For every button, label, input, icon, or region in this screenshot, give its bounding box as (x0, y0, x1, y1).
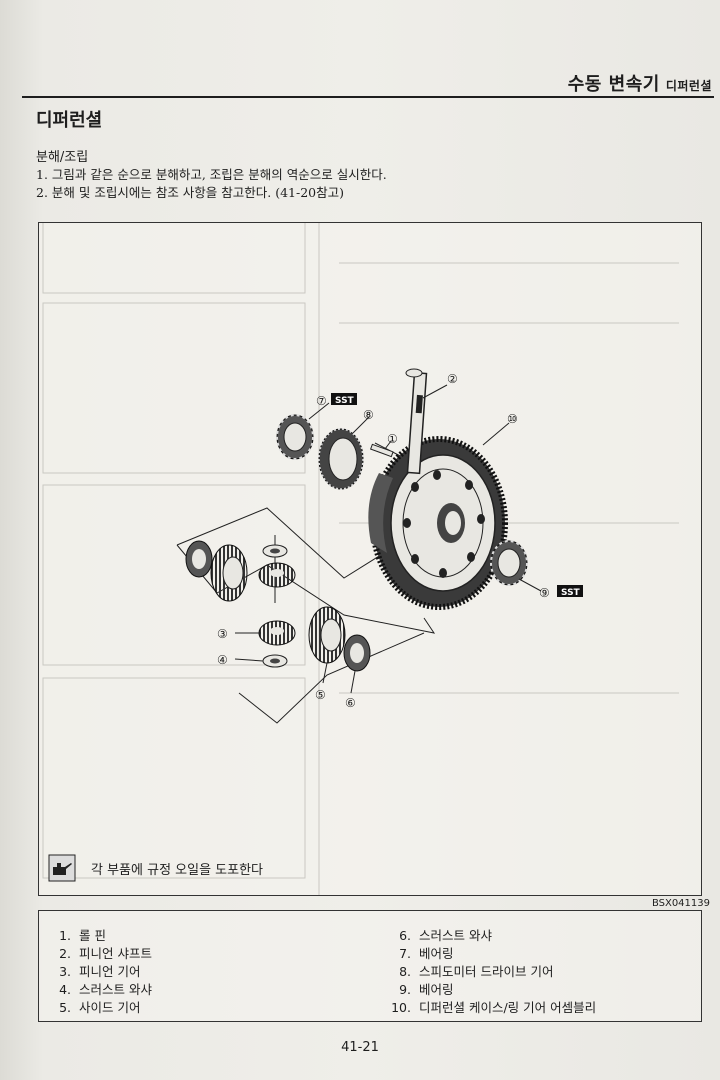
left-thrust-washer (185, 540, 213, 578)
legend-item: 5. 사이드 기어 (49, 999, 152, 1017)
pinion-shaft (405, 368, 428, 475)
legend-label: 스러스트 와샤 (419, 928, 492, 943)
exploded-diagram-box: ⑦ SST ⑧ ① ② ⑩ ⑨ SST ③ ④ ⑤ ⑥ 각 (38, 222, 702, 896)
upper-pinion-gear (258, 562, 296, 588)
callout-9: ⑨ (539, 586, 550, 600)
sst-label-9: SST (561, 588, 581, 598)
legend-num: 3. (59, 964, 71, 979)
speedometer-drive-gear (318, 428, 364, 490)
legend-item: 4. 스러스트 와샤 (49, 981, 152, 999)
oil-can-icon (48, 854, 76, 882)
legend-label: 피니언 기어 (79, 964, 141, 979)
legend-label: 사이드 기어 (79, 1000, 141, 1015)
legend-num: 1. (59, 928, 71, 943)
legend-item: 10. 디퍼런셜 케이스/링 기어 어셈블리 (389, 999, 596, 1017)
bearing-right (490, 540, 528, 586)
figure-reference-code: BSX041139 (651, 898, 710, 909)
callout-1: ① (387, 432, 398, 446)
roll-pin (369, 443, 394, 458)
callout-5: ⑤ (315, 688, 326, 702)
legend-item: 6. 스러스트 와샤 (389, 927, 596, 945)
page-number: 41-21 (341, 1040, 379, 1055)
header-rule (22, 96, 714, 98)
legend-column-right: 6. 스러스트 와샤 7. 베어링 8. 스피도미터 드라이브 기어 9. 베어링 10… (389, 927, 596, 1017)
lower-thrust-washer (262, 654, 288, 668)
legend-item: 9. 베어링 (389, 981, 596, 999)
legend-num: 9. (399, 982, 411, 997)
legend-label: 스피도미터 드라이브 기어 (419, 964, 554, 979)
callout-3: ③ (217, 627, 228, 641)
legend-item: 2. 피니언 샤프트 (49, 945, 152, 963)
legend-num: 2. (59, 946, 71, 961)
callouts: ⑦ SST ⑧ ① ② ⑩ ⑨ SST ③ ④ ⑤ ⑥ (217, 372, 583, 710)
parts-legend: 1. 롤 핀 2. 피니언 샤프트 3. 피니언 기어 4. 스러스트 와샤 5. 사이드… (38, 910, 702, 1022)
legend-num: 4. (59, 982, 71, 997)
show-through-background (42, 223, 679, 895)
legend-label: 디퍼런셜 케이스/링 기어 어셈블리 (419, 1000, 597, 1015)
lower-pinion-gear (258, 620, 296, 646)
oil-note: 각 부품에 규정 오일을 도포한다 (47, 853, 263, 883)
callout-8: ⑧ (363, 408, 374, 422)
bearing-left (276, 414, 314, 460)
procedure-step-1: 1. 그림과 같은 순으로 분해하고, 조립은 분해의 역순으로 실시한다. (36, 167, 387, 182)
header-title: 수동 변속기 디퍼런셜 (0, 70, 712, 96)
legend-item: 3. 피니언 기어 (49, 963, 152, 981)
legend-label: 베어링 (419, 982, 454, 997)
legend-item: 1. 롤 핀 (49, 927, 152, 945)
sst-badge-9 (557, 585, 583, 597)
callout-10: ⑩ (507, 412, 518, 426)
legend-num: 6. (399, 928, 411, 943)
oil-note-text: 각 부품에 규정 오일을 도포한다 (91, 862, 264, 878)
upper-thrust-washer (262, 544, 288, 558)
legend-item: 8. 스피도미터 드라이브 기어 (389, 963, 596, 981)
callout-6: ⑥ (345, 696, 356, 710)
legend-column-left: 1. 롤 핀 2. 피니언 샤프트 3. 피니언 기어 4. 스러스트 와샤 5. 사이드… (49, 927, 152, 1017)
differential-case-ring-gear (368, 436, 508, 610)
legend-num: 8. (399, 964, 411, 979)
legend-item: 7. 베어링 (389, 945, 596, 963)
legend-label: 롤 핀 (79, 928, 106, 943)
procedure-subhead: 분해/조립 (36, 150, 89, 165)
legend-label: 피니언 샤프트 (79, 946, 152, 961)
header-main-title: 수동 변속기 (567, 74, 660, 95)
callout-2: ② (447, 372, 458, 386)
legend-num: 5. (59, 1000, 71, 1015)
sst-label-7: SST (335, 396, 355, 406)
differential-exploded-view: ⑦ SST ⑧ ① ② ⑩ ⑨ SST ③ ④ ⑤ ⑥ (176, 368, 583, 724)
left-side-gear (210, 544, 248, 602)
right-side-gear (308, 606, 346, 664)
callout-7: ⑦ (316, 394, 327, 408)
sst-badge-7 (331, 393, 357, 405)
header-subtitle: 디퍼런셜 (665, 79, 712, 93)
callout-4: ④ (217, 653, 228, 667)
legend-num: 10. (391, 1000, 411, 1015)
right-thrust-washer (343, 634, 371, 672)
procedure-step-2: 2. 분해 및 조립시에는 참조 사항을 참고한다. (41-20참고) (36, 185, 345, 200)
callout-leaders (234, 384, 542, 694)
legend-num: 7. (399, 946, 411, 961)
legend-label: 스러스트 와샤 (79, 982, 152, 997)
legend-label: 베어링 (419, 946, 454, 961)
section-title: 디퍼런셜 (36, 110, 103, 131)
